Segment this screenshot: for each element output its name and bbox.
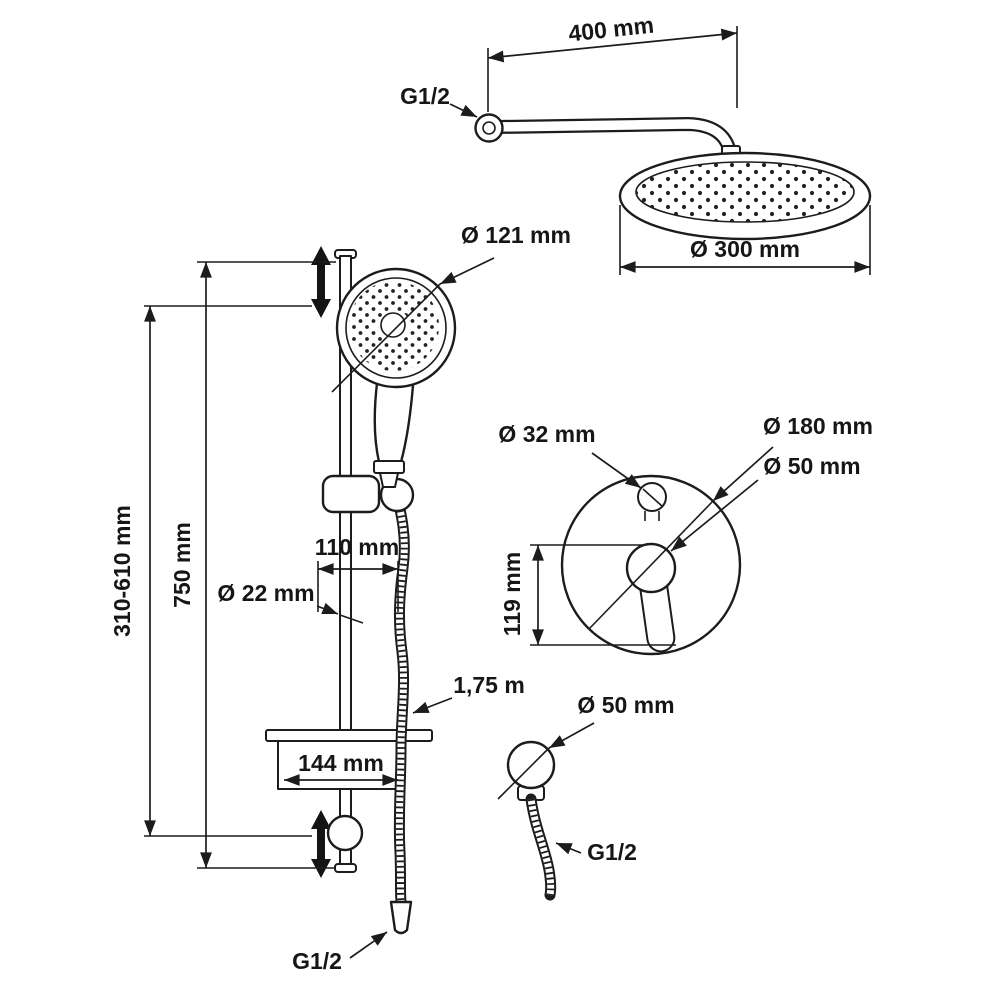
hand-shower-face-rim xyxy=(345,277,447,379)
label-arm-length: 400 mm xyxy=(567,12,655,47)
mixer-handle-base xyxy=(625,542,677,594)
label-knob-diameter: Ø 32 mm xyxy=(498,421,595,447)
label-outlet-diameter: Ø 50 mm xyxy=(577,692,674,718)
leader-hose-length xyxy=(412,697,453,714)
knob-diameter-line xyxy=(642,488,664,508)
label-head-diameter: Ø 300 mm xyxy=(690,236,800,262)
label-hose-length: 1,75 m xyxy=(453,672,525,698)
dimension-lines xyxy=(144,26,871,959)
label-adjust-range: 310-610 mm xyxy=(109,505,135,637)
hose-end-connector xyxy=(389,900,413,935)
hose-body xyxy=(390,483,408,903)
label-holder-offset: 110 mm xyxy=(315,534,399,560)
label-outlet-connector: G1/2 xyxy=(587,839,637,865)
leader-wall-connector xyxy=(449,103,478,118)
label-handle-diameter: Ø 50 mm xyxy=(763,453,860,479)
label-handle-height: 119 mm xyxy=(499,552,525,636)
shelf-top-bar xyxy=(265,729,433,742)
shower-hose xyxy=(388,478,413,935)
handle-nut xyxy=(373,460,405,474)
label-bar-diameter: Ø 22 mm xyxy=(217,580,314,606)
slide-bar-assembly xyxy=(311,246,357,878)
rain-head-nozzles xyxy=(635,161,855,223)
label-shelf-width: 144 mm xyxy=(298,750,384,776)
dim-arm-length xyxy=(487,28,738,63)
leader-knob-diameter xyxy=(591,452,642,489)
handle-taper xyxy=(379,472,399,488)
hand-head-diameter-line xyxy=(331,283,441,393)
wall-flange xyxy=(474,113,504,143)
dimension-labels: 400 mm G1/2 Ø 300 mm Ø 121 mm 310-610 mm… xyxy=(109,12,873,974)
leader-outlet-diameter xyxy=(548,722,595,749)
leader-hand-head-diameter xyxy=(439,257,495,285)
label-wall-connector: G1/2 xyxy=(400,83,450,109)
leader-hose-connector xyxy=(349,931,388,959)
hand-shower-center-jet xyxy=(380,312,406,338)
bar-bottom-cap xyxy=(334,863,357,873)
outlet-diameter-line xyxy=(497,747,550,800)
leader-bar-diameter xyxy=(316,602,339,615)
label-hose-connector: G1/2 xyxy=(292,948,342,974)
bar-diameter-line xyxy=(339,614,364,624)
wall-flange-inner xyxy=(482,121,496,135)
bar-end-knob xyxy=(326,814,364,852)
leader-handle-diameter xyxy=(670,479,759,552)
label-plate-diameter: Ø 180 mm xyxy=(763,413,873,439)
height-adjust-arrow-bottom xyxy=(311,810,331,878)
leader-plate-diameter xyxy=(712,446,774,502)
overhead-shower xyxy=(474,113,872,241)
label-hand-head-diameter: Ø 121 mm xyxy=(461,222,571,248)
plate-diameter-line xyxy=(588,500,714,630)
outlet-hose-ribs xyxy=(527,798,555,896)
slider-bracket xyxy=(321,474,381,514)
leader-outlet-connector xyxy=(555,842,582,855)
label-bar-height: 750 mm xyxy=(169,522,195,608)
height-adjust-arrow-top xyxy=(311,246,331,318)
